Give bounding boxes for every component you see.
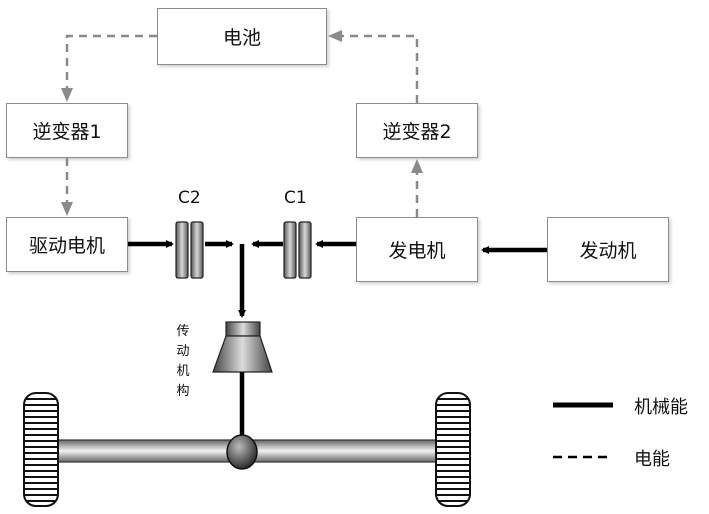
engine-label: 发动机 — [579, 240, 637, 262]
c2-label: C2 — [178, 188, 201, 208]
transmission-gear — [212, 321, 273, 373]
battery-box: 电池 — [157, 8, 327, 65]
generator-label: 发电机 — [388, 240, 446, 262]
drive-motor-box: 驱动电机 — [6, 217, 128, 272]
legend-lines — [553, 402, 613, 459]
inverter2-to-battery-line — [328, 30, 419, 103]
left-wheel — [23, 392, 59, 507]
clutch-c2 — [175, 221, 204, 279]
axle-assembly — [23, 392, 471, 507]
differential — [226, 434, 258, 470]
inverter2-box: 逆变器2 — [356, 103, 478, 158]
mechanical-lines — [128, 240, 547, 440]
transmission-char-3: 机 — [176, 364, 190, 379]
legend-electrical-label: 电能 — [634, 449, 670, 470]
battery-label: 电池 — [222, 27, 261, 49]
c1-label: C1 — [284, 188, 307, 208]
generator-box: 发电机 — [356, 217, 478, 282]
electrical-lines — [61, 30, 423, 217]
engine-box: 发动机 — [547, 217, 669, 282]
legend-mechanical-label: 机械能 — [634, 397, 688, 418]
right-wheel — [435, 392, 471, 507]
inverter1-box: 逆变器1 — [6, 103, 128, 158]
transmission-char-1: 传 — [176, 324, 190, 339]
transmission-char-4: 构 — [176, 384, 190, 399]
transmission-label: 传 动 机 构 — [175, 322, 191, 402]
battery-to-inverter1-line — [61, 34, 157, 102]
drive-motor-label: 驱动电机 — [28, 235, 105, 257]
inverter1-label: 逆变器1 — [32, 121, 102, 143]
transmission-char-2: 动 — [176, 344, 190, 359]
clutch-c1 — [283, 221, 312, 279]
inverter2-label: 逆变器2 — [382, 121, 452, 143]
